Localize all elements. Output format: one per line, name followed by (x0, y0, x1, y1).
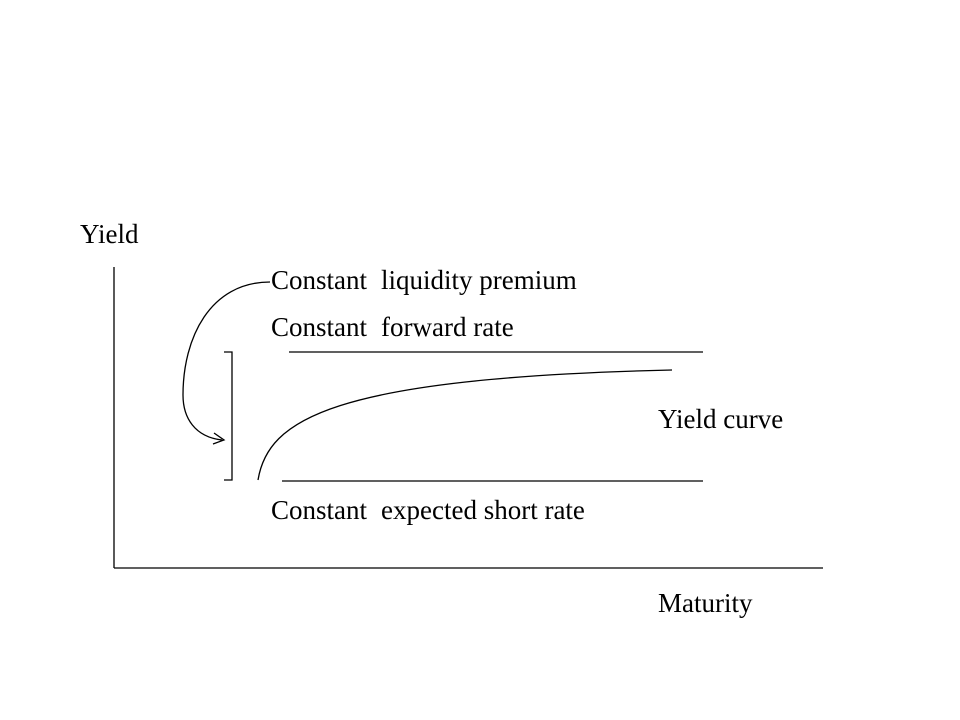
x-axis-label: Maturity (658, 588, 753, 618)
liquidity-premium-bracket (224, 351, 233, 481)
expected-short-rate-label-word1: Constant (271, 495, 368, 525)
expected-short-rate-label: Constant expected short rate (271, 497, 585, 524)
arrowhead-icon (212, 432, 226, 445)
liquidity-premium-label-word2: liquidity premium (381, 265, 577, 295)
forward-rate-label-word2: forward rate (381, 312, 514, 342)
yield-curve (257, 369, 673, 481)
liquidity-premium-pointer (182, 281, 271, 441)
expected-short-rate-label-word2: expected short rate (381, 495, 585, 525)
forward-rate-label: Constant forward rate (271, 314, 514, 341)
yield-curve-label: Yield curve (658, 404, 784, 434)
forward-rate-label-word1: Constant (271, 312, 368, 342)
y-axis-label: Yield (80, 219, 139, 249)
liquidity-premium-label: Constant liquidity premium (271, 267, 577, 294)
liquidity-premium-label-word1: Constant (271, 265, 368, 295)
